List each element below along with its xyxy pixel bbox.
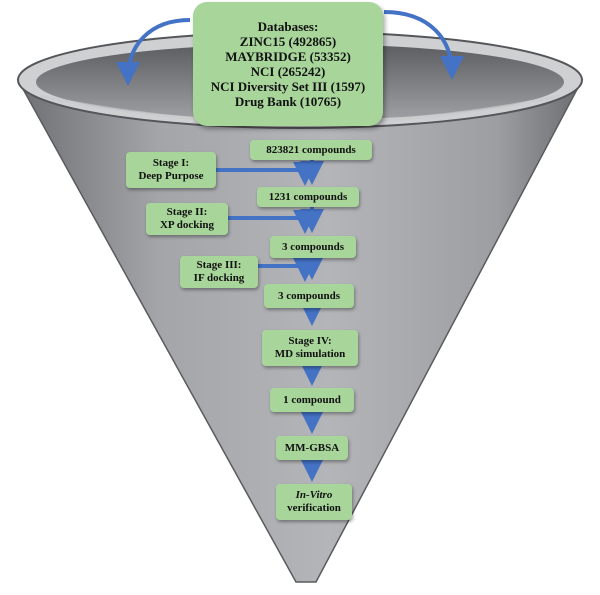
flow-step-1-compound: 1 compound xyxy=(270,388,354,412)
database-item-nci-diversity: NCI Diversity Set III (1597) xyxy=(210,79,366,94)
flow-step-3-compounds-a: 3 compounds xyxy=(270,236,356,258)
database-item-nci: NCI (265242) xyxy=(250,64,326,79)
flow-step-in-vitro-verification: In-Vitro verification xyxy=(276,484,352,520)
flow-step-mm-gbsa: MM-GBSA xyxy=(276,436,348,460)
databases-title: Databases: xyxy=(257,19,319,34)
stage1-arrow xyxy=(216,162,317,186)
flow-step-3-compounds-b: 3 compounds xyxy=(264,284,354,308)
database-item-drugbank: Drug Bank (10765) xyxy=(234,94,342,109)
database-item-zinc15: ZINC15 (492865) xyxy=(239,34,337,49)
flow-step-1231-compounds: 1231 compounds xyxy=(257,187,359,207)
stage3-if-docking: Stage III: IF docking xyxy=(180,256,258,288)
database-item-maybridge: MAYBRIDGE (53352) xyxy=(225,49,351,64)
stage2-arrow xyxy=(228,210,317,234)
databases-box: Databases: ZINC15 (492865) MAYBRIDGE (53… xyxy=(193,2,383,126)
stage4-md-simulation: Stage IV: MD simulation xyxy=(262,330,358,366)
curved-arrow-left xyxy=(116,18,191,86)
curved-arrow-right xyxy=(383,10,464,80)
stage2-xp-docking: Stage II: XP docking xyxy=(146,203,228,235)
stage3-arrow xyxy=(258,258,317,282)
flow-step-823821-compounds: 823821 compounds xyxy=(250,140,372,160)
stage1-deep-purpose: Stage I: Deep Purpose xyxy=(126,152,216,188)
